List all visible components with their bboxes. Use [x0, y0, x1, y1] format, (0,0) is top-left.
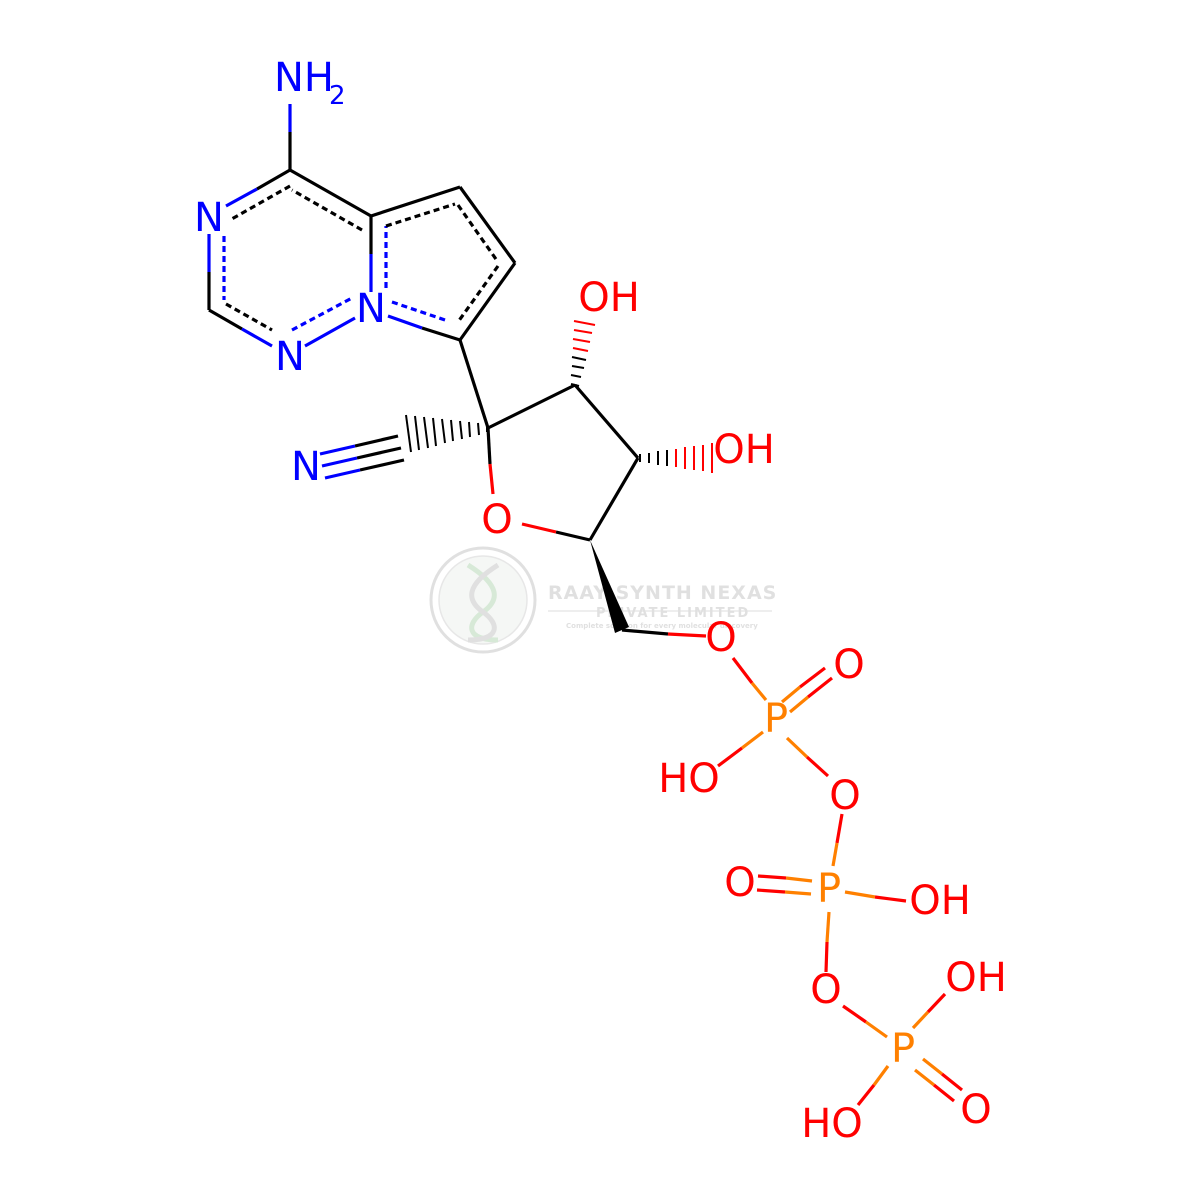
atom-oh-c2prime: OH	[578, 275, 640, 321]
bond-p2-obridge2-o	[824, 941, 829, 973]
dna-helix-logo-inner	[438, 555, 528, 645]
bond-p3-oxo-b-o	[933, 1083, 955, 1103]
bond-p3-oh-top-o	[926, 992, 947, 1014]
atom-n-bridgehead: N	[356, 286, 386, 332]
bond-c5prime-o5prime	[621, 628, 669, 636]
bond-c2-n1-dash	[225, 302, 273, 332]
bond-nitrile-2	[354, 434, 399, 448]
bond-p2-oxo-a	[785, 876, 813, 883]
watermark-subtitle: PRIVATE LIMITED	[596, 606, 750, 621]
bond-nitrile-3-n	[324, 468, 361, 480]
bond-p3-oxo-b	[914, 1068, 935, 1087]
bond-c2-n1	[208, 308, 243, 331]
bond-nitrile-1	[356, 446, 402, 460]
bond-p1-obridge1	[785, 736, 809, 759]
bond-c4prime-o4prime-o	[521, 522, 557, 534]
hash-bond-c2prime-oh	[570, 320, 596, 387]
bond-c7-n8	[421, 326, 461, 342]
bond-c7-n8-n	[387, 314, 423, 330]
bond-obridge2-p3-p	[865, 1020, 888, 1039]
atom-amino-n: NH	[274, 55, 334, 101]
watermark-title: RAAY SYNTH NEXAS	[548, 582, 777, 604]
atom-o-ring: O	[481, 497, 512, 543]
bond-n1-n8	[304, 316, 356, 348]
atom-p1: P	[764, 696, 788, 742]
bond-nitrile-2-n	[319, 444, 356, 456]
bond-p3-oxo-a	[922, 1057, 943, 1076]
bond-p1-oxo-b	[780, 685, 802, 704]
bond-o4prime-c1prime	[488, 463, 495, 495]
bond-o5prime-p1-p	[750, 681, 768, 702]
bond-p3-oxo-a-o	[941, 1072, 963, 1092]
atom-p3: P	[891, 1026, 915, 1072]
bond-p1-obridge1-o	[805, 755, 830, 778]
bond-p2-oxo-a-o	[757, 874, 787, 880]
atom-n-ring-bottom: N	[275, 334, 305, 380]
bond-c5-c6	[458, 186, 517, 264]
bond-c4-n3	[256, 168, 291, 191]
bond-p2-obridge2	[825, 911, 831, 943]
bond-c6-c7-dash	[456, 265, 500, 323]
atom-o-p3-oxo: O	[960, 1087, 991, 1133]
atom-oh-p2: OH	[909, 878, 971, 924]
atom-p2: P	[817, 866, 841, 912]
bond-c1prime-c2prime	[487, 383, 576, 430]
bond-o5prime-p1	[731, 657, 754, 684]
atom-oh-c3prime: OH	[713, 427, 775, 473]
watermark: RAAY SYNTH NEXAS PRIVATE LIMITED Complet…	[429, 546, 777, 654]
atom-n-ring-top: N	[194, 195, 224, 241]
bond-c7-c1prime	[458, 339, 490, 429]
dna-helix-strand-2	[467, 562, 500, 643]
atom-n-nitrile: N	[291, 444, 321, 490]
bond-nitrile-3	[359, 458, 405, 472]
hash-bond-c3prime-oh	[639, 443, 713, 473]
bond-c3prime-c4prime	[588, 457, 640, 541]
bond-c4a-c4-dash	[291, 188, 363, 232]
bond-n1-n8-dash	[291, 296, 353, 332]
bond-c4prime-o4prime	[555, 530, 591, 542]
bond-p2-oxo-b-o	[756, 888, 786, 894]
bond-p3-oh-bottom	[872, 1065, 890, 1086]
bond-nitrile-1-n	[321, 456, 358, 468]
bond-o4prime-c1prime-c	[486, 427, 492, 465]
bond-p2-oxo-b	[784, 890, 812, 896]
atom-oh-p3-bottom: HO	[801, 1101, 863, 1147]
bond-p1-oxo-a	[788, 695, 810, 714]
bond-p1-oxo-b-o	[799, 666, 826, 689]
bond-c4a-c5	[370, 185, 461, 218]
bond-p2-oh	[844, 890, 876, 899]
atom-oh-p1: HO	[658, 756, 720, 802]
bond-p3-oh-top	[911, 1010, 930, 1030]
atom-oh-p3-top: OH	[945, 955, 1007, 1001]
bond-c4-n3-n	[225, 187, 258, 208]
bond-c7-n8-dash	[391, 300, 446, 322]
bond-obridge1-p2	[835, 813, 844, 844]
atom-o-bridge1: O	[829, 773, 860, 819]
bond-c6-c7	[458, 262, 517, 341]
dna-helix-logo	[429, 546, 537, 654]
bond-c4a-c5-dash	[385, 202, 456, 228]
atom-o-p1-oxo: O	[833, 642, 864, 688]
atom-o-5prime: O	[705, 615, 736, 661]
bond-p3-oh-bottom-o	[856, 1084, 876, 1106]
bond-p1-oh	[741, 730, 764, 750]
bond-c4a-c4	[289, 168, 372, 218]
bond-p2-oh-o	[874, 895, 907, 903]
bond-p1-oh-o	[717, 746, 743, 768]
bond-obridge2-p3	[842, 1004, 867, 1024]
atom-o-bridge2: O	[810, 967, 841, 1013]
atom-o-p2-oxo: O	[724, 860, 755, 906]
bond-c2prime-c3prime	[573, 383, 640, 460]
atom-amino-h2-subscript: 2	[329, 81, 346, 111]
watermark-tagline: Complete solution for every molecular di…	[566, 622, 758, 630]
bond-c4-n3-dash	[229, 184, 291, 222]
bond-obridge1-p2-p	[831, 842, 839, 867]
hash-bond-c1prime-cn	[405, 414, 488, 453]
wedge-bond-c4prime-c5prime	[590, 540, 629, 633]
bond-p1-oxo-a-o	[807, 676, 833, 699]
bond-c5-c6-dash	[456, 204, 500, 263]
bond-c5prime-o5prime-o	[667, 632, 707, 638]
bond-c2-n1-n	[241, 327, 273, 348]
